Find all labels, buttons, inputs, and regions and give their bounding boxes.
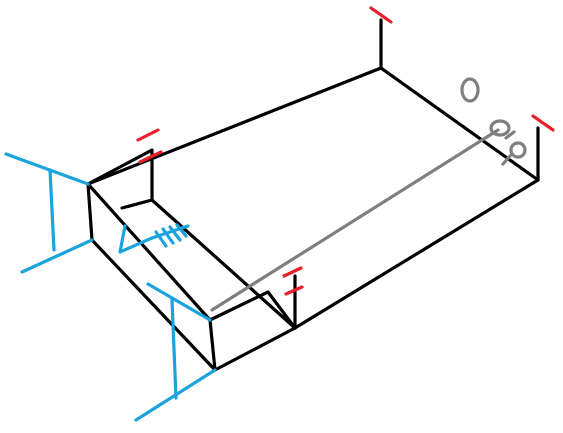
guide-line (210, 128, 500, 312)
hole-icon (509, 141, 527, 159)
ground-leader (118, 224, 154, 254)
dimension-top-left-extension (4, 152, 90, 186)
dimension-front-top-extension (146, 282, 212, 322)
dimension-lines (4, 152, 217, 422)
ground-icon (150, 223, 190, 248)
marker-left-lower (138, 150, 163, 164)
marker-front-lower (284, 285, 304, 296)
front-left-top-edge (86, 148, 154, 202)
red-markers (136, 6, 555, 296)
left-bottom-edge (90, 238, 217, 372)
hole-icon (489, 119, 511, 137)
dimension-bottom-left-extension (20, 238, 94, 274)
left-vertical-edge (86, 182, 94, 242)
center-guide (210, 77, 527, 312)
marker-left-upper (136, 128, 160, 142)
front-top-edge (208, 290, 297, 330)
bottom-right-edge (293, 178, 540, 330)
inner-top-edge (120, 198, 297, 330)
hole-tail (501, 130, 516, 166)
left-face-top-edge (86, 182, 212, 322)
top-back-edge (86, 66, 540, 186)
marker-back-right (531, 114, 555, 132)
front-face (208, 318, 297, 372)
dimension-front-vertical (170, 298, 178, 400)
box-outline (86, 18, 540, 372)
marker-back-top (369, 6, 393, 24)
hole-icon (460, 77, 480, 103)
marker-front-upper (282, 266, 303, 278)
dimension-left-vertical (48, 168, 56, 252)
